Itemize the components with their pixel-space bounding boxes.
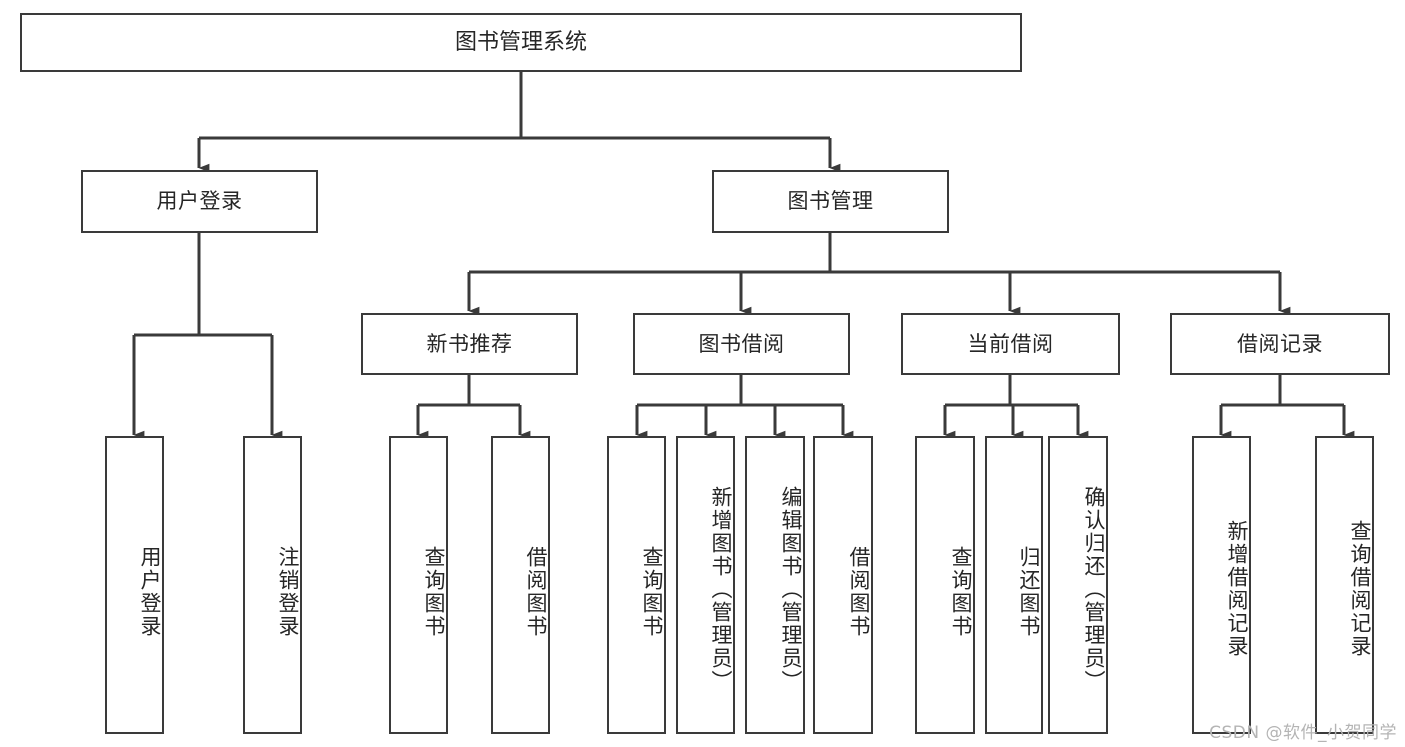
- csdn-watermark: CSDN @软件_小贺同学: [1209, 723, 1397, 743]
- node-book-borrow[interactable]: 图书借阅: [633, 313, 850, 375]
- node-new-book-recommend-label: 新书推荐: [426, 331, 513, 356]
- leaf-borrow-book-2[interactable]: 借阅图书: [813, 436, 873, 734]
- node-root-label: 图书管理系统: [454, 29, 587, 55]
- leaf-query-record-label: 查询借阅记录: [1348, 520, 1372, 658]
- leaf-logout-login-label: 注销登录: [276, 546, 300, 638]
- leaf-query-book-1[interactable]: 查询图书: [389, 436, 448, 734]
- leaf-query-record[interactable]: 查询借阅记录: [1315, 436, 1374, 734]
- leaf-edit-book[interactable]: 编辑图书（管理员）: [745, 436, 805, 734]
- node-borrow-record[interactable]: 借阅记录: [1170, 313, 1390, 375]
- leaf-query-book-3[interactable]: 查询图书: [915, 436, 975, 734]
- node-root[interactable]: 图书管理系统: [20, 13, 1022, 72]
- leaf-add-book[interactable]: 新增图书（管理员）: [676, 436, 735, 734]
- leaf-borrow-book-2-label: 借阅图书: [847, 546, 871, 638]
- leaf-return-book[interactable]: 归还图书: [985, 436, 1043, 734]
- node-borrow-record-label: 借阅记录: [1237, 331, 1323, 356]
- node-current-borrow[interactable]: 当前借阅: [901, 313, 1120, 375]
- leaf-return-book-label: 归还图书: [1017, 546, 1041, 638]
- node-new-book-recommend[interactable]: 新书推荐: [361, 313, 578, 375]
- leaf-add-book-label: 新增图书（管理员）: [709, 485, 733, 693]
- leaf-query-book-1-label: 查询图书: [422, 546, 446, 638]
- node-user-login[interactable]: 用户登录: [81, 170, 318, 233]
- leaf-query-book-3-label: 查询图书: [949, 546, 973, 638]
- node-user-login-label: 用户登录: [156, 189, 243, 214]
- node-current-borrow-label: 当前借阅: [967, 331, 1054, 356]
- leaf-edit-book-label: 编辑图书（管理员）: [779, 485, 803, 693]
- node-book-management-label: 图书管理: [787, 189, 874, 214]
- leaf-query-book-2[interactable]: 查询图书: [607, 436, 666, 734]
- leaf-add-record-label: 新增借阅记录: [1225, 520, 1249, 658]
- leaf-borrow-book-1[interactable]: 借阅图书: [491, 436, 550, 734]
- leaf-add-record[interactable]: 新增借阅记录: [1192, 436, 1251, 734]
- leaf-confirm-return[interactable]: 确认归还（管理员）: [1048, 436, 1108, 734]
- leaf-logout-login[interactable]: 注销登录: [243, 436, 302, 734]
- node-book-borrow-label: 图书借阅: [698, 331, 785, 356]
- node-book-management[interactable]: 图书管理: [712, 170, 949, 233]
- leaf-confirm-return-label: 确认归还（管理员）: [1082, 485, 1106, 693]
- leaf-user-login[interactable]: 用户登录: [105, 436, 164, 734]
- leaf-query-book-2-label: 查询图书: [640, 546, 664, 638]
- leaf-user-login-label: 用户登录: [138, 546, 162, 638]
- leaf-borrow-book-1-label: 借阅图书: [524, 546, 548, 638]
